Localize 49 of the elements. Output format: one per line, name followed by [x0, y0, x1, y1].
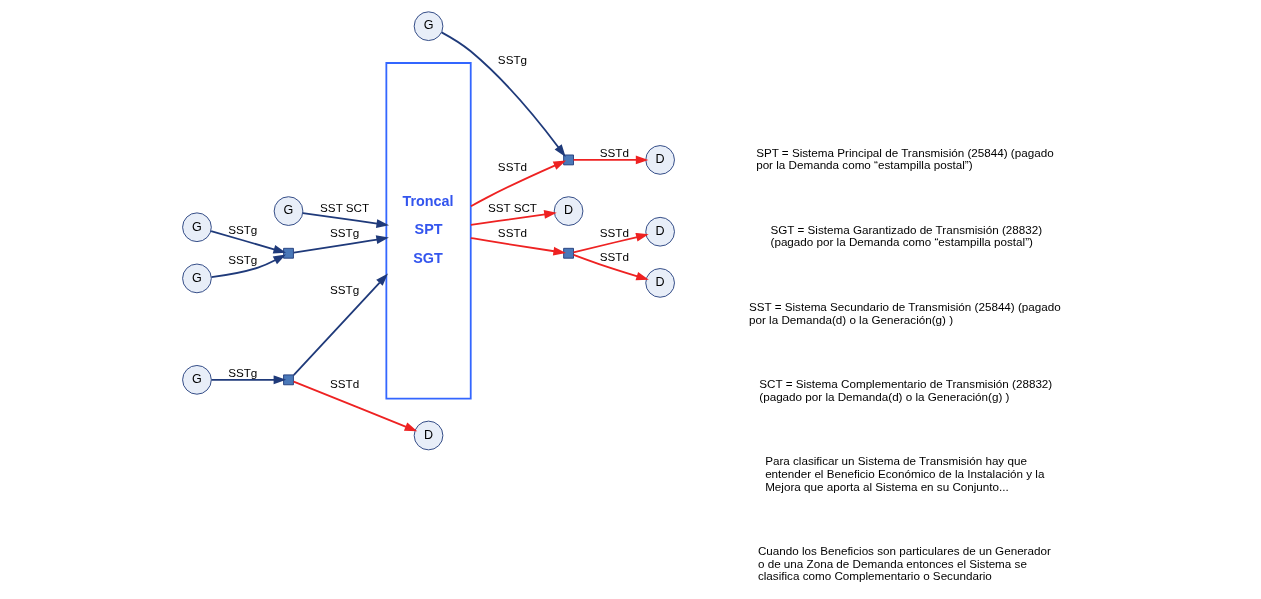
edge-label: SSTd	[599, 225, 629, 239]
node-box	[563, 154, 574, 166]
node-box	[283, 247, 294, 259]
edge-label: SSTg	[228, 222, 258, 236]
node-circle: D	[553, 196, 584, 226]
node-box: Troncal SPT SGT	[385, 62, 472, 400]
edge-label: SSTd	[497, 160, 528, 174]
label: SGT = Sistema Garantizado de Transmisión (28832) (pagado por la Demanda como “estampilla postal”)	[770, 222, 1043, 249]
arrow	[292, 380, 418, 432]
node-circle: D	[645, 268, 675, 298]
edge-label: SSTg	[330, 283, 360, 297]
node-circle: G	[182, 365, 212, 395]
arrow	[210, 230, 287, 254]
edge-label: SST SCT	[320, 201, 370, 215]
edge-label: SSTd	[599, 249, 629, 263]
arrow	[292, 273, 388, 377]
arrow	[470, 160, 567, 208]
arrow	[210, 254, 286, 278]
label: Cuando los Beneficios son particulares de un Generador o de una Zona de Demanda entonces el Sistema se clasifica como Complementario o Secundario	[757, 544, 1051, 583]
arrow	[302, 212, 390, 228]
edge-label: SST SCT	[487, 201, 537, 215]
edge-label: SSTg	[497, 53, 528, 67]
label: SPT = Sistema Principal de Transmisión (25844) (pagado por la Demanda como “estampilla postal”)	[756, 145, 1054, 172]
node-circle: D	[413, 420, 444, 451]
arrow	[572, 232, 649, 254]
arrow	[210, 375, 287, 385]
node-box	[283, 374, 294, 386]
node-circle: D	[645, 216, 675, 247]
node-circle: G	[273, 196, 304, 226]
arrow	[469, 237, 566, 256]
label: Para clasificar un Sistema de Transmisión hay que entender el Beneficio Económico de la Instalación y la Mejora que aporta al Sistema en su Conjunto...	[765, 454, 1045, 493]
arrow	[470, 210, 557, 226]
node-circle: G	[182, 263, 212, 294]
node-circle: D	[645, 145, 675, 175]
edge-label: SSTg	[228, 365, 258, 379]
edge-label: SSTd	[497, 226, 528, 240]
node-box	[563, 247, 574, 259]
edge-label: SSTg	[330, 226, 360, 240]
arrow	[440, 31, 566, 158]
edge-label: SSTd	[599, 145, 629, 159]
label: SCT = Sistema Complementario de Transmisión (28832) (pagado por la Demanda(d) o la Generación(g) )	[759, 377, 1053, 403]
arrow	[292, 235, 389, 254]
edge-label: SSTg	[228, 253, 258, 267]
node-circle: G	[182, 212, 212, 243]
arrow	[572, 253, 649, 281]
label: SST = Sistema Secundario de Transmisión (25844) (pagado por la Demanda(d) o la Generación(g) )	[748, 300, 1061, 326]
arrow	[572, 155, 649, 165]
edge-label: SSTd	[330, 377, 360, 391]
node-circle: G	[413, 11, 444, 41]
